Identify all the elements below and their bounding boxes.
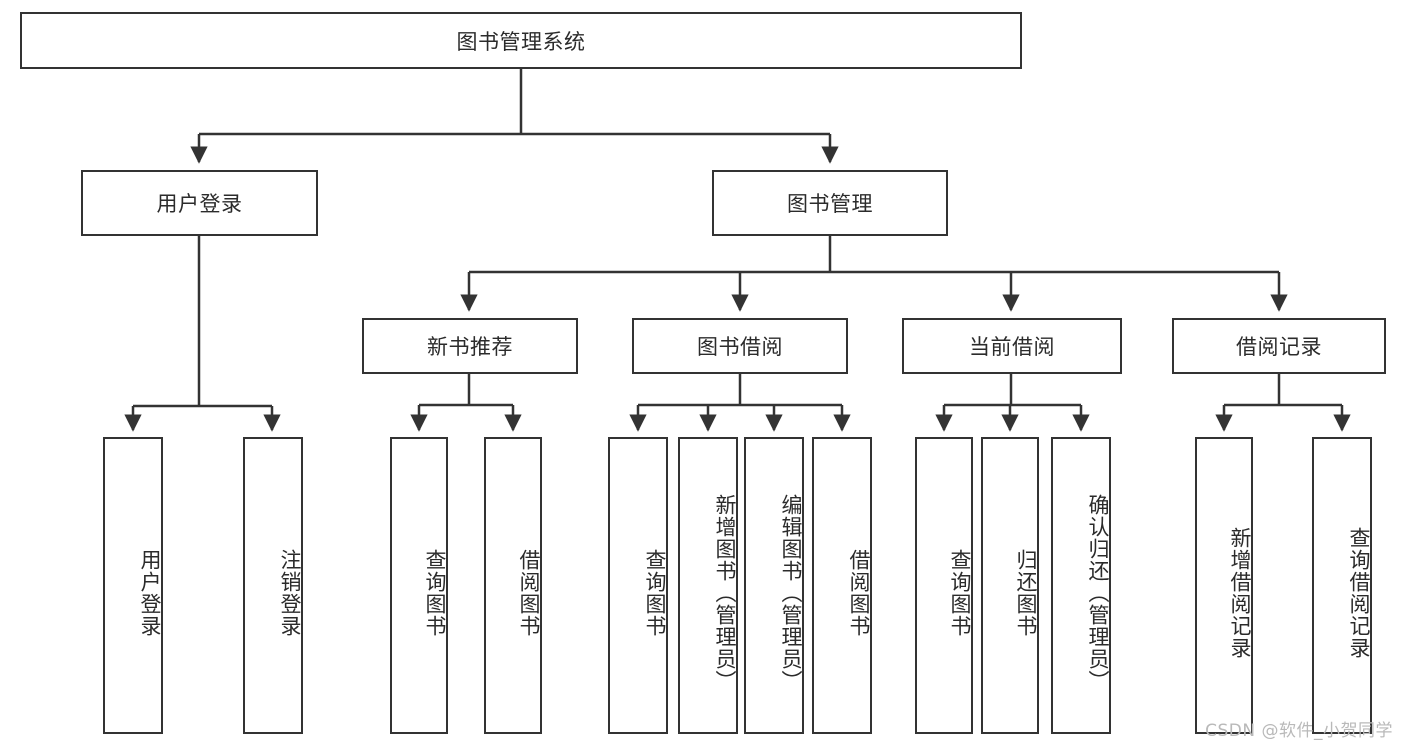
node-user-login-label: 用户登录 [156,192,243,216]
leaf-label: 查询借阅记录 [1347,526,1371,659]
leaf-user-login-logout[interactable]: 注销登录 [243,437,303,734]
leaf-current-query-book[interactable]: 查询图书 [915,437,973,734]
leaf-label: 归还图书 [1014,548,1038,637]
leaf-label: 新增借阅记录 [1228,526,1252,659]
node-root-label: 图书管理系统 [456,29,586,54]
node-new-book-recommend[interactable]: 新书推荐 [362,318,578,374]
leaf-borrow-query-book[interactable]: 查询图书 [608,437,668,734]
node-current-borrow-label: 当前借阅 [969,335,1055,359]
leaf-label: 查询图书 [948,548,972,637]
leaf-label: 注销登录 [278,548,302,637]
watermark: CSDN @软件_小贺同学 [1205,721,1393,741]
leaf-borrow-edit-book-admin[interactable]: 编辑图书（管理员） [744,437,804,734]
node-borrow-record[interactable]: 借阅记录 [1172,318,1386,374]
leaf-user-login-login[interactable]: 用户登录 [103,437,163,734]
leaf-recommend-query-book[interactable]: 查询图书 [390,437,448,734]
leaf-label: 查询图书 [423,548,447,637]
node-book-borrow-label: 图书借阅 [697,335,783,359]
node-current-borrow[interactable]: 当前借阅 [902,318,1122,374]
leaf-label: 新增图书（管理员） [713,493,737,692]
leaf-current-confirm-return-admin[interactable]: 确认归还（管理员） [1051,437,1111,734]
leaf-borrow-add-book-admin[interactable]: 新增图书（管理员） [678,437,738,734]
node-root[interactable]: 图书管理系统 [20,12,1022,69]
node-book-management-label: 图书管理 [787,192,873,216]
leaf-label: 编辑图书（管理员） [779,493,803,692]
leaf-label: 用户登录 [138,548,162,637]
node-book-management[interactable]: 图书管理 [712,170,948,236]
leaf-label: 借阅图书 [517,548,541,637]
node-new-book-recommend-label: 新书推荐 [427,335,513,359]
leaf-current-return-book[interactable]: 归还图书 [981,437,1039,734]
leaf-recommend-borrow-book[interactable]: 借阅图书 [484,437,542,734]
leaf-borrow-borrow-book[interactable]: 借阅图书 [812,437,872,734]
leaf-record-add-record[interactable]: 新增借阅记录 [1195,437,1253,734]
node-user-login[interactable]: 用户登录 [81,170,318,236]
leaf-record-query-record[interactable]: 查询借阅记录 [1312,437,1372,734]
node-borrow-record-label: 借阅记录 [1236,335,1322,359]
leaf-label: 确认归还（管理员） [1086,493,1110,692]
leaf-label: 查询图书 [643,548,667,637]
node-book-borrow[interactable]: 图书借阅 [632,318,848,374]
leaf-label: 借阅图书 [847,548,871,637]
